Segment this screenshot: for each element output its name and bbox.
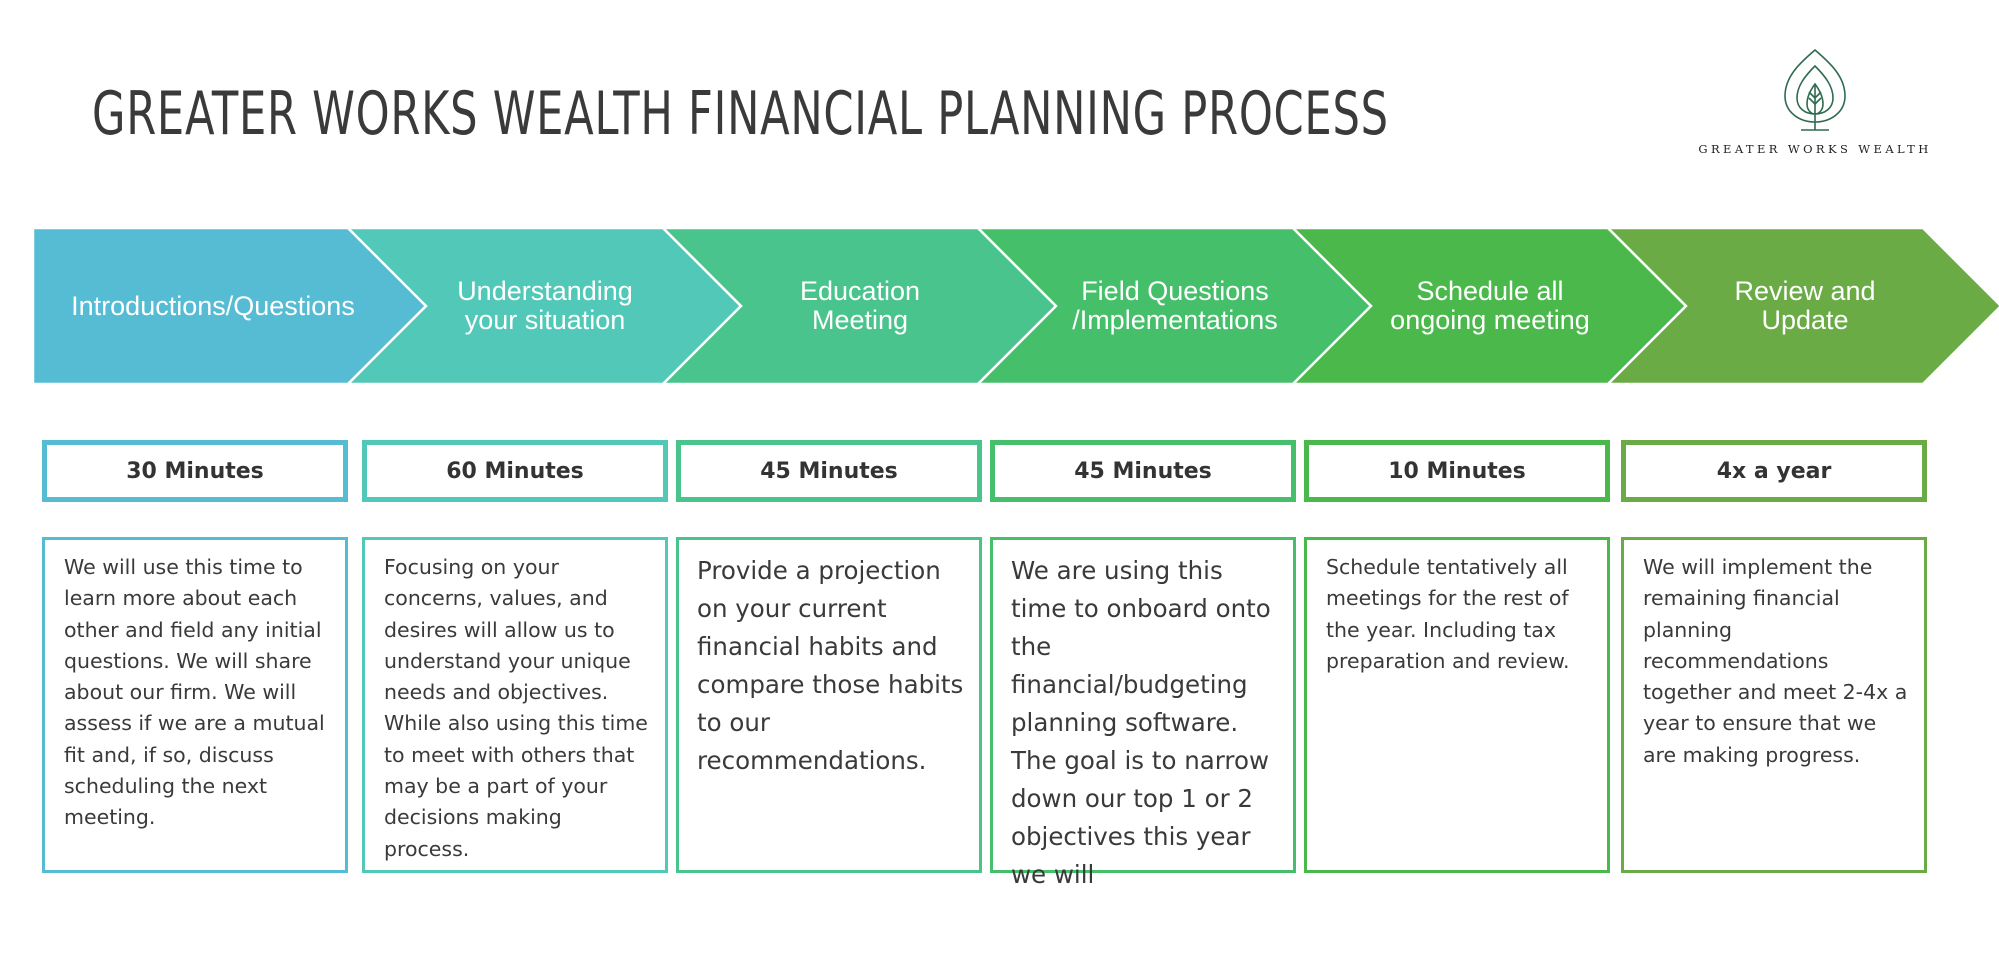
- step-3-duration: 45 Minutes: [676, 440, 982, 502]
- step-4-description-box: We are using this time to onboard onto t…: [990, 537, 1296, 889]
- step-3-title: Education Meeting: [799, 276, 921, 335]
- page-title: GREATER WORKS WEALTH FINANCIAL PLANNING …: [92, 79, 1389, 149]
- step-1-description: We will use this time to learn more abou…: [64, 555, 325, 830]
- step-4-description: We are using this time to onboard onto t…: [1011, 556, 1271, 889]
- step-5-duration: 10 Minutes: [1304, 440, 1610, 502]
- process-arrow-bar: [31, 226, 1999, 386]
- step-2-description: Focusing on your concerns, values, and d…: [384, 555, 648, 861]
- step-6-description-box: We will implement the remaining financia…: [1621, 537, 1927, 873]
- step-5-description: Schedule tentatively all meetings for th…: [1326, 555, 1570, 673]
- step-1-duration: 30 Minutes: [42, 440, 348, 502]
- step-1-description-box: We will use this time to learn more abou…: [42, 537, 348, 873]
- step-5-description-box: Schedule tentatively all meetings for th…: [1304, 537, 1610, 873]
- step-3-description-box: Provide a projection on your current fin…: [676, 537, 982, 873]
- step-2-duration: 60 Minutes: [362, 440, 668, 502]
- company-logo: GREATER WORKS WEALTH: [1670, 46, 1960, 166]
- step-6-duration: 4x a year: [1621, 440, 1927, 502]
- step-2-description-box: Focusing on your concerns, values, and d…: [362, 537, 668, 873]
- step-6-description: We will implement the remaining financia…: [1643, 555, 1908, 767]
- leaf-logo-icon: [1784, 48, 1846, 131]
- step-5-title: Schedule all ongoing meeting: [1390, 276, 1590, 335]
- step-6-title: Review and Update: [1734, 276, 1876, 335]
- logo-wordmark: GREATER WORKS WEALTH: [1698, 142, 1932, 156]
- step-2-title: Understanding your situation: [457, 276, 633, 335]
- step-6-chevron: [1604, 226, 1999, 386]
- step-1-title: Introductions/Questions: [71, 290, 355, 321]
- step-4-title: Field Questions /Implementations: [1072, 276, 1278, 335]
- step-4-duration: 45 Minutes: [990, 440, 1296, 502]
- step-3-description: Provide a projection on your current fin…: [697, 556, 964, 775]
